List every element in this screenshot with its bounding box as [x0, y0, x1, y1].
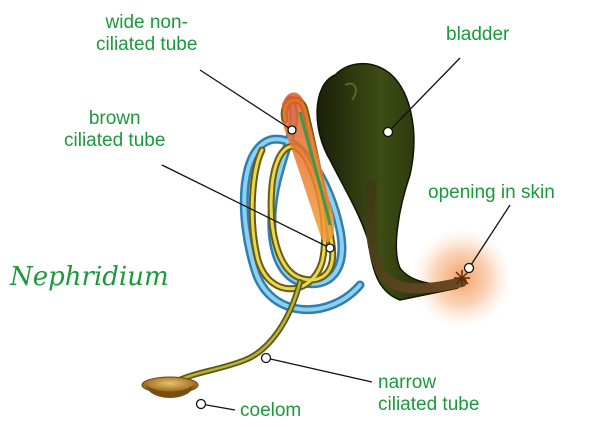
label-narrow-tube: narrow ciliated tube — [378, 372, 479, 416]
label-wide-tube: wide non- ciliated tube — [96, 12, 197, 56]
pointer-coelom — [201, 404, 235, 410]
label-bladder: bladder — [446, 24, 509, 46]
dot-bladder — [384, 128, 393, 137]
label-brown-tube: brown ciliated tube — [64, 108, 165, 152]
dot-opening — [465, 264, 474, 273]
diagram-title: Nephridium — [10, 262, 169, 292]
dot-wide-tube — [288, 126, 296, 134]
label-opening: opening in skin — [428, 182, 555, 204]
dot-brown-tube — [326, 244, 334, 252]
coelom-funnel — [142, 377, 198, 398]
dot-narrow-tube — [262, 354, 271, 363]
pointer-wide-tube — [200, 70, 292, 130]
pointer-narrow-tube — [266, 358, 372, 382]
dot-coelom — [197, 400, 206, 409]
label-coelom: coelom — [240, 400, 301, 422]
narrow-tube-shape — [175, 282, 300, 382]
